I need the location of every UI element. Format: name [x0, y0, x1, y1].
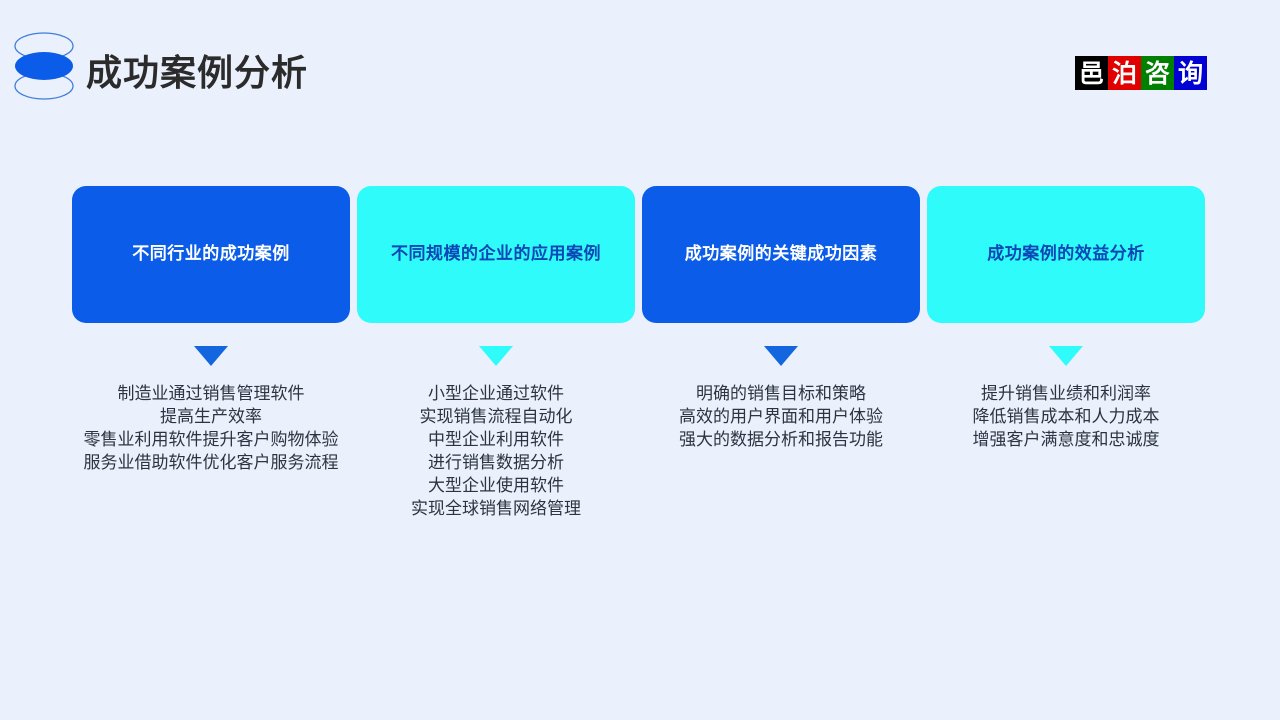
brand-logo-cell-4: 询 — [1174, 56, 1207, 90]
content-columns: 不同行业的成功案例 制造业通过销售管理软件 提高生产效率 零售业利用软件提升客户… — [70, 186, 1210, 521]
column-2: 不同规模的企业的应用案例 小型企业通过软件 实现销售流程自动化 中型企业利用软件… — [355, 186, 637, 521]
card-3-title: 成功案例的关键成功因素 — [684, 244, 878, 264]
card-4[interactable]: 成功案例的效益分析 — [927, 186, 1205, 323]
triangle-down-icon-1 — [194, 346, 228, 366]
brand-logo-cell-3: 咨 — [1141, 56, 1174, 90]
column-3: 成功案例的关键成功因素 明确的销售目标和策略 高效的用户界面和用户体验 强大的数… — [640, 186, 922, 521]
column-4: 成功案例的效益分析 提升销售业绩和利润率 降低销售成本和人力成本 增强客户满意度… — [925, 186, 1207, 521]
column-2-body: 小型企业通过软件 实现销售流程自动化 中型企业利用软件 进行销售数据分析 大型企… — [411, 384, 581, 518]
column-4-body: 提升销售业绩和利润率 降低销售成本和人力成本 增强客户满意度和忠诚度 — [972, 384, 1160, 449]
card-1-title: 不同行业的成功案例 — [132, 244, 290, 264]
column-1: 不同行业的成功案例 制造业通过销售管理软件 提高生产效率 零售业利用软件提升客户… — [70, 186, 352, 521]
brand-logo: 邑 泊 咨 询 — [1075, 56, 1207, 90]
stacked-ellipses-logo-icon — [13, 30, 75, 102]
column-3-body: 明确的销售目标和策略 高效的用户界面和用户体验 强大的数据分析和报告功能 — [679, 384, 883, 449]
card-3[interactable]: 成功案例的关键成功因素 — [642, 186, 920, 323]
card-4-title: 成功案例的效益分析 — [987, 244, 1145, 264]
column-1-body: 制造业通过销售管理软件 提高生产效率 零售业利用软件提升客户购物体验 服务业借助… — [83, 384, 339, 472]
card-2[interactable]: 不同规模的企业的应用案例 — [357, 186, 635, 323]
triangle-down-icon-4 — [1049, 346, 1083, 366]
card-2-title: 不同规模的企业的应用案例 — [391, 244, 601, 264]
page-header: 成功案例分析 邑 泊 咨 询 — [0, 0, 1280, 132]
triangle-down-icon-3 — [764, 346, 798, 366]
brand-logo-cell-2: 泊 — [1108, 56, 1141, 90]
page-title: 成功案例分析 — [86, 52, 309, 93]
card-1[interactable]: 不同行业的成功案例 — [72, 186, 350, 323]
brand-logo-cell-1: 邑 — [1075, 56, 1108, 90]
triangle-down-icon-2 — [479, 346, 513, 366]
